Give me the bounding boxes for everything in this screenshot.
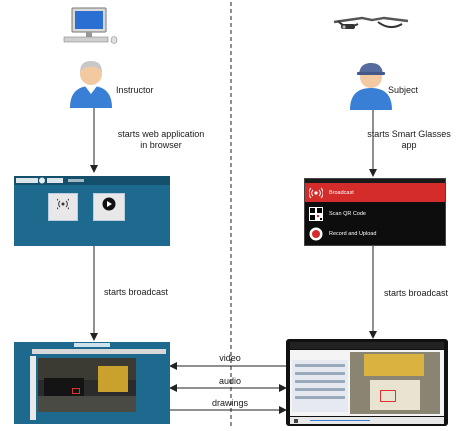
subject-step1-label: starts Smart Glasses app xyxy=(367,129,451,150)
video-frame xyxy=(38,358,136,412)
stream-label-audio: audio xyxy=(218,376,242,386)
play-icon xyxy=(102,197,116,211)
webapp-brand-logo xyxy=(16,177,84,184)
computer-icon xyxy=(63,7,118,44)
menu-item-broadcast[interactable]: Broadcast xyxy=(305,183,445,202)
menu-item-label: Record and Upload xyxy=(329,230,377,237)
subject-label: Subject xyxy=(388,85,419,95)
webapp-topbar xyxy=(14,176,170,185)
record-icon xyxy=(309,227,323,240)
broadcast-toolbar xyxy=(32,349,166,354)
instructor-broadcast-screenshot xyxy=(14,342,170,424)
app-status-bar xyxy=(305,179,445,183)
tablet-status-bar xyxy=(290,342,444,349)
broadcast-icon xyxy=(57,198,69,210)
broadcast-title-bar xyxy=(74,343,110,347)
instructor-step2-label: starts broadcast xyxy=(103,287,169,297)
menu-item-label: Scan QR Code xyxy=(329,210,366,217)
webapp-screenshot xyxy=(14,176,170,246)
drawing-toolbar xyxy=(30,356,36,420)
subject-broadcast-screenshot xyxy=(286,339,448,426)
qr-code-icon xyxy=(309,206,323,221)
glasses-app-screenshot: Broadcast Scan QR Code Record and Upload xyxy=(304,178,446,246)
menu-item-label: Broadcast xyxy=(329,189,354,196)
stream-label-drawings: drawings xyxy=(211,398,249,408)
menu-item-record-upload[interactable]: Record and Upload xyxy=(309,224,441,243)
broadcast-tile[interactable] xyxy=(48,193,78,221)
stream-label-video: video xyxy=(219,353,241,363)
smart-glasses-icon xyxy=(333,16,409,29)
menu-item-scan-qr[interactable]: Scan QR Code xyxy=(309,204,441,223)
tablet-content xyxy=(290,350,444,416)
tablet-playbar[interactable] xyxy=(290,417,444,424)
person-icon xyxy=(350,63,392,110)
subject-step2-label: starts broadcast xyxy=(383,288,449,298)
instructor-step1-label: starts web application in browser xyxy=(117,129,205,150)
broadcast-icon xyxy=(309,187,323,198)
play-tile[interactable] xyxy=(93,193,125,221)
person-icon xyxy=(70,61,112,108)
instructor-label: Instructor xyxy=(116,85,154,95)
